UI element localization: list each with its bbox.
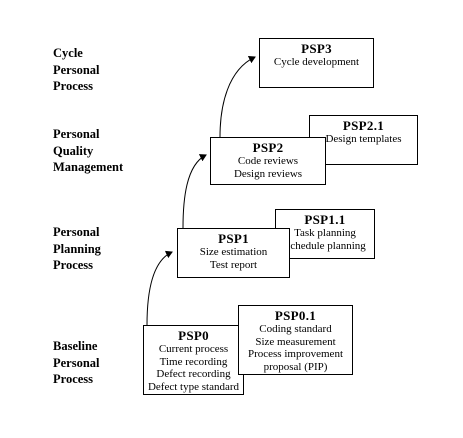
- psp1-1-title: PSP1.1: [304, 212, 346, 227]
- psp0-title: PSP0: [178, 328, 209, 343]
- level-label-cycle: Cycle Personal Process: [53, 46, 100, 93]
- psp1-1-box: PSP1.1 Task planning Schedule planning: [275, 209, 375, 259]
- psp0-line: Current process: [158, 343, 229, 355]
- psp3-box: PSP3 Cycle development: [259, 38, 374, 88]
- psp2-box: PSP2 Code reviews Design reviews: [210, 137, 326, 185]
- psp2-line: Design reviews: [233, 167, 303, 180]
- psp2-1-title: PSP2.1: [342, 118, 385, 133]
- psp3-title: PSP3: [301, 41, 332, 56]
- psp2-1-box: PSP2.1 Design templates: [309, 115, 418, 165]
- arrow-psp0-to-psp1: [146, 250, 173, 326]
- psp3-line: Cycle development: [273, 56, 360, 68]
- psp0-line: Defect type standard: [147, 380, 239, 393]
- psp1-line: Test report: [209, 258, 258, 271]
- level-label-quality: Personal Quality Management: [53, 127, 124, 174]
- arrow-psp1-to-psp2: [182, 154, 207, 229]
- psp0-1-line: Coding standard: [259, 323, 332, 335]
- psp2-1-line: Design templates: [325, 133, 402, 145]
- level-label-planning: Personal Planning Process: [53, 225, 101, 272]
- psp1-1-line: Schedule planning: [284, 239, 366, 252]
- psp0-1-box: PSP0.1 Coding standard Size measurement …: [238, 305, 353, 375]
- arrow-psp2-to-psp3: [219, 56, 256, 138]
- psp0-box: PSP0 Current process Time recording Defe…: [143, 325, 244, 395]
- psp0-1-line: Process improvement: [247, 348, 343, 360]
- psp0-1-title: PSP0.1: [274, 308, 317, 323]
- psp0-line: Time recording: [159, 355, 228, 368]
- psp2-title: PSP2: [252, 140, 284, 155]
- psp0-1-line: proposal (PIP): [263, 360, 328, 373]
- psp1-1-line: Task planning: [294, 227, 356, 239]
- psp1-title: PSP1: [218, 231, 249, 246]
- psp0-line: Defect recording: [156, 368, 231, 380]
- level-label-baseline: Baseline Personal Process: [53, 339, 100, 386]
- psp1-box: PSP1 Size estimation Test report: [177, 228, 290, 278]
- psp2-line: Code reviews: [237, 155, 299, 167]
- psp1-line: Size estimation: [199, 246, 268, 258]
- psp0-1-line: Size measurement: [255, 335, 336, 348]
